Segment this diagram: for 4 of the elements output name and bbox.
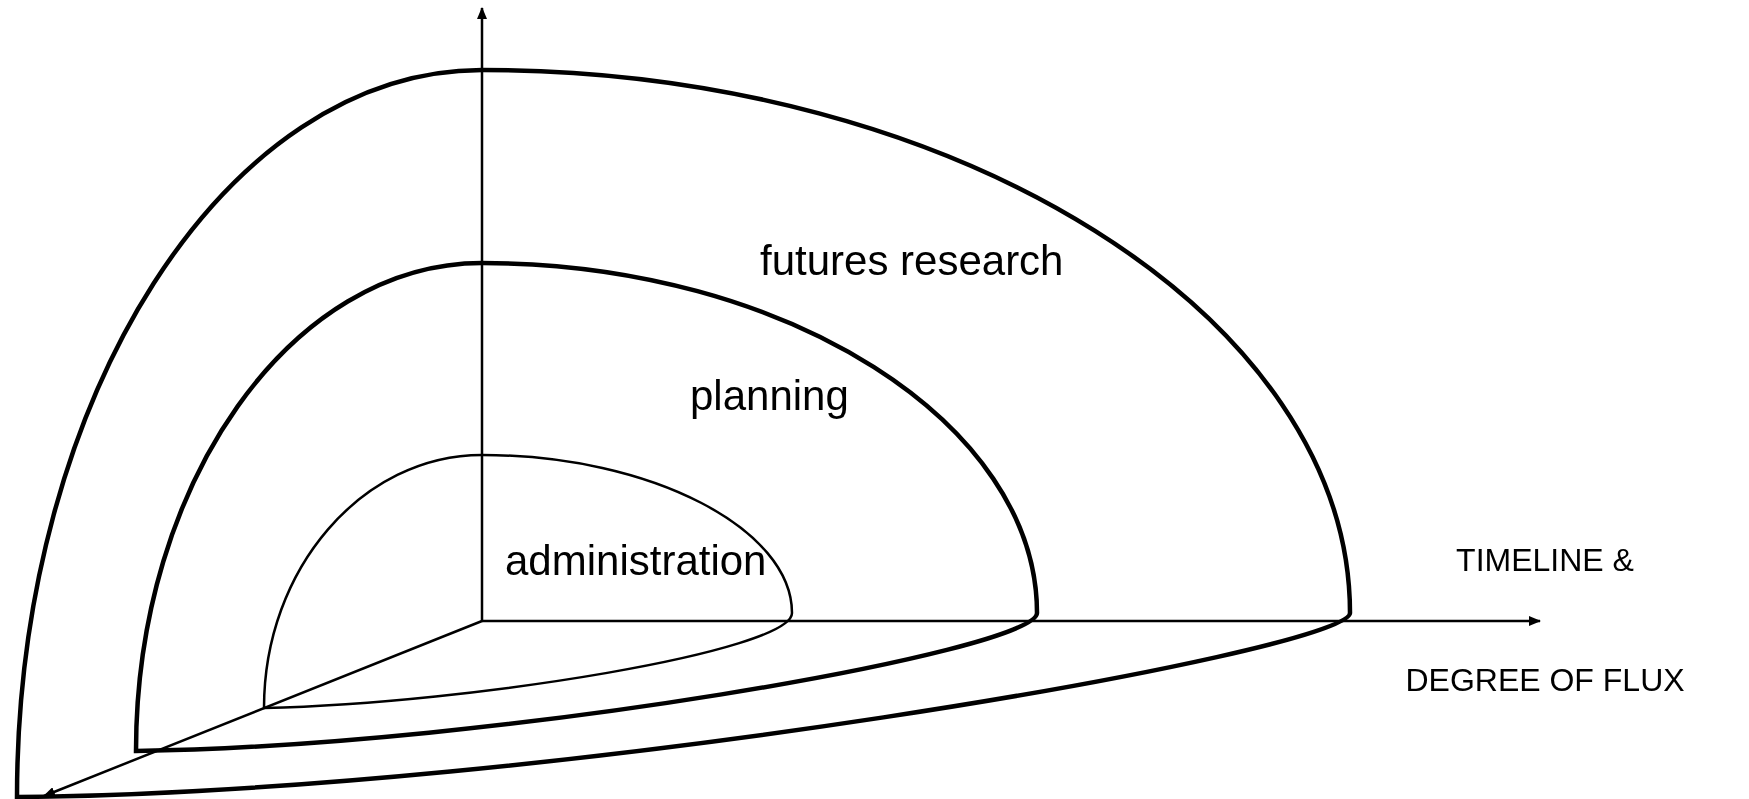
shell-label: administration: [505, 540, 767, 582]
shell-label: futures research: [760, 240, 1064, 282]
axis-label: TIMELINE & DEGREE OF FLUX: [1404, 541, 1686, 700]
shell-label: planning: [690, 375, 849, 417]
